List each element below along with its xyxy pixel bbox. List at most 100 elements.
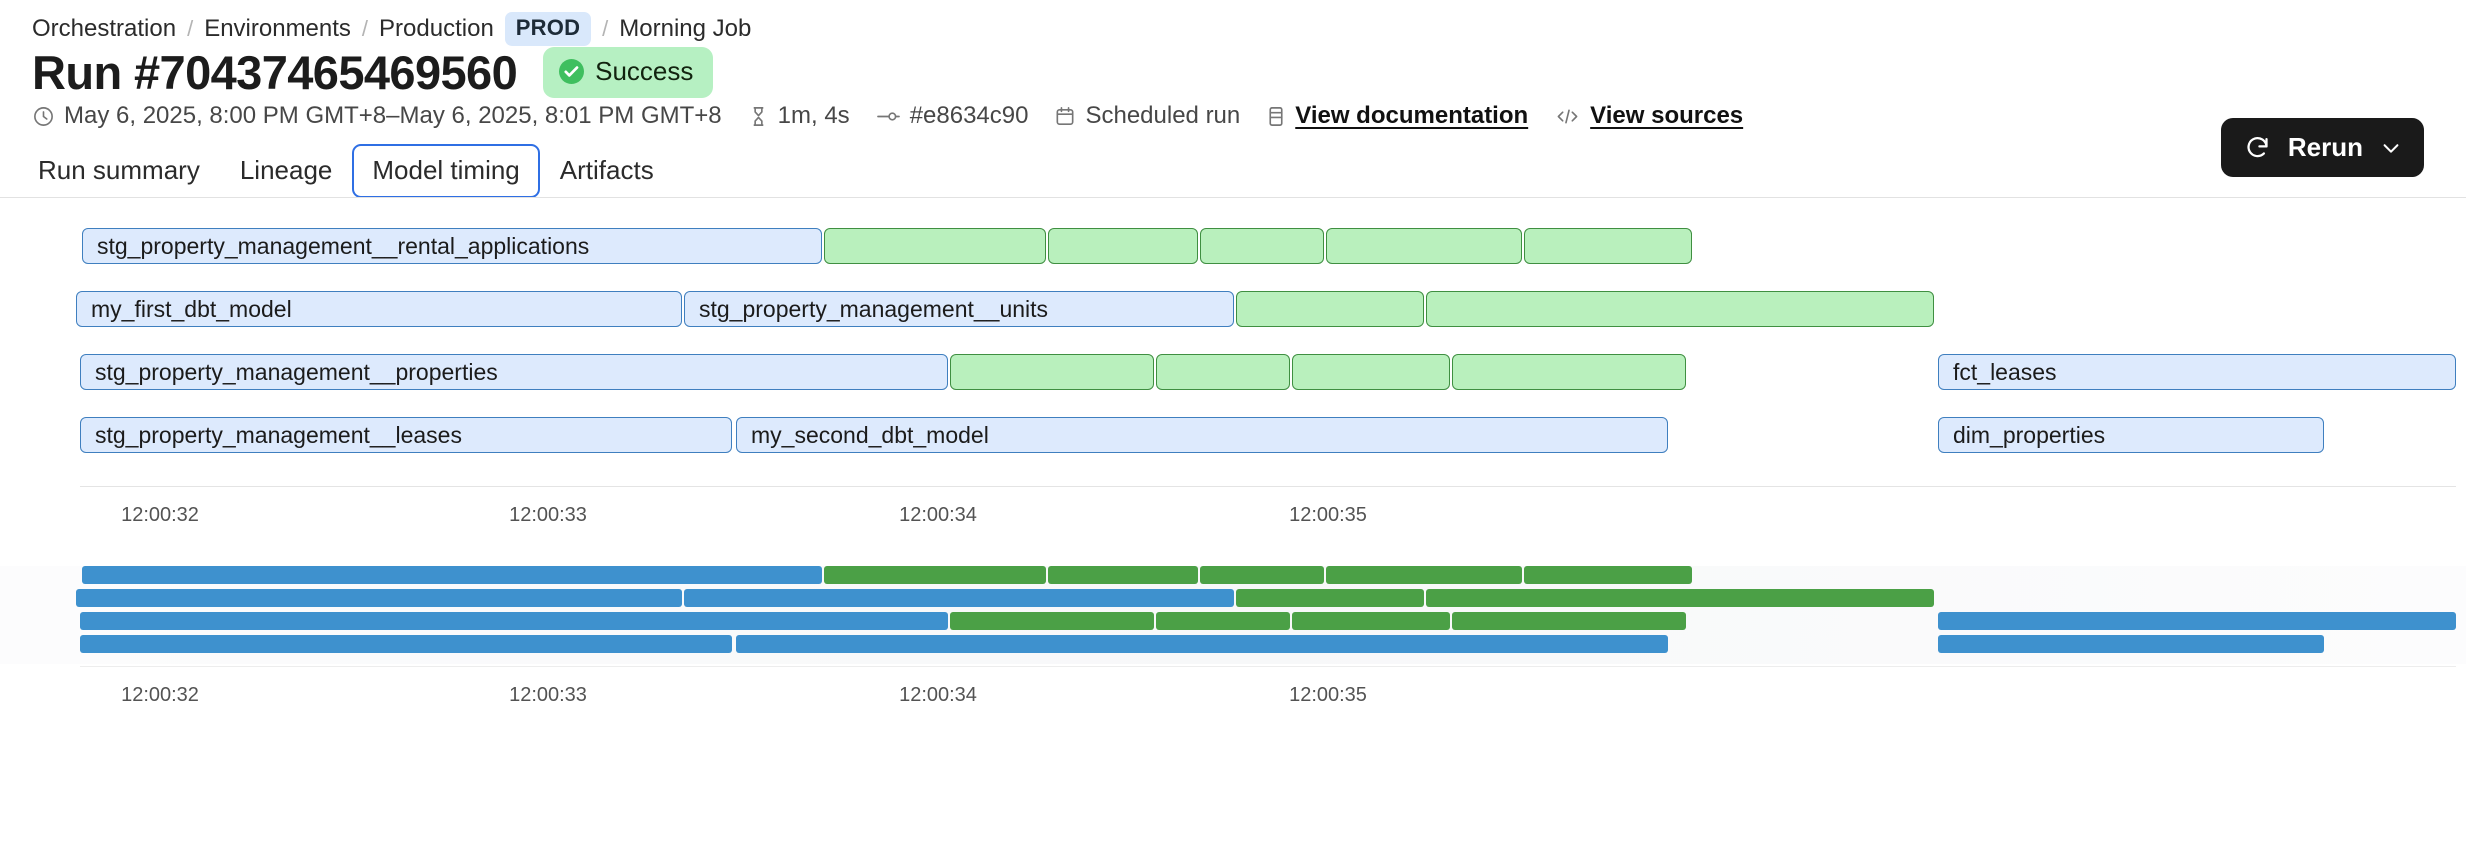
view-documentation-link[interactable]: View documentation	[1295, 102, 1529, 129]
gantt-bar-test[interactable]	[1326, 228, 1522, 264]
breadcrumb-item-production[interactable]: Production	[379, 14, 494, 42]
axis-tick-label: 12:00:32	[121, 684, 199, 706]
gantt-bar-my_first_dbt_model[interactable]: my_first_dbt_model	[76, 291, 682, 327]
gantt-bar-test[interactable]	[1200, 228, 1324, 264]
gantt-bar-test[interactable]	[1452, 354, 1686, 390]
minimap-bar[interactable]	[736, 635, 1668, 653]
chevron-down-icon[interactable]	[2380, 137, 2402, 159]
gantt-row: stg_property_management__rental_applicat…	[0, 228, 2466, 264]
calendar-icon	[1054, 105, 1076, 128]
minimap-bar[interactable]	[80, 612, 948, 630]
breadcrumb-item-orchestration[interactable]: Orchestration	[32, 14, 177, 42]
axis-tick-label: 12:00:33	[509, 684, 587, 706]
breadcrumb-item-morning-job[interactable]: Morning Job	[619, 14, 752, 42]
minimap-bar[interactable]	[1524, 566, 1692, 584]
gantt-bar-fct_leases[interactable]: fct_leases	[1938, 354, 2456, 390]
title-row: Run #70437465469560 Success	[0, 30, 2466, 98]
gantt-bar-test[interactable]	[1236, 291, 1424, 327]
axis-tick-label: 12:00:34	[899, 504, 977, 526]
axis-tick-label: 12:00:33	[509, 504, 587, 526]
clock-icon	[32, 105, 55, 128]
minimap-bar[interactable]	[824, 566, 1046, 584]
minimap-bar[interactable]	[1200, 566, 1324, 584]
minimap-bar[interactable]	[1048, 566, 1198, 584]
minimap-row	[0, 589, 2466, 607]
gantt-bar-label: my_first_dbt_model	[91, 295, 292, 322]
gantt-row: stg_property_management__properties fct_l…	[0, 354, 2466, 390]
minimap-bar[interactable]	[1452, 612, 1686, 630]
meta-commit: #e8634c90	[876, 102, 1029, 130]
axis-tick-label: 12:00:35	[1289, 684, 1367, 706]
gantt-bar-label: fct_leases	[1953, 358, 2057, 385]
axis-tick-label: 12:00:34	[899, 684, 977, 706]
gantt-bar-label: stg_property_management__leases	[95, 421, 462, 448]
gantt-bar-test[interactable]	[1426, 291, 1934, 327]
axis-line	[80, 486, 2456, 487]
minimap-row	[0, 612, 2466, 630]
meta-timerange-text: May 6, 2025, 8:00 PM GMT+8–May 6, 2025, …	[64, 102, 722, 129]
tab-bar: Run summary Lineage Model timing Artifac…	[0, 144, 2466, 198]
view-sources-link[interactable]: View sources	[1590, 102, 1744, 129]
meta-documentation[interactable]: View documentation	[1266, 102, 1528, 130]
breadcrumb-separator: /	[361, 15, 369, 41]
minimap-axis-line	[80, 666, 2456, 667]
git-commit-icon	[876, 105, 901, 128]
minimap-bar[interactable]	[1292, 612, 1450, 630]
breadcrumb-item-environments[interactable]: Environments	[204, 14, 351, 42]
minimap-bar[interactable]	[80, 635, 732, 653]
minimap-bar[interactable]	[1156, 612, 1290, 630]
tab-model-timing[interactable]: Model timing	[352, 144, 540, 198]
model-timing-gantt: stg_property_management__rental_applicat…	[0, 228, 2466, 548]
minimap-bar[interactable]	[1938, 635, 2324, 653]
minimap-row	[0, 566, 2466, 584]
book-icon	[1266, 105, 1286, 128]
page-title: Run #70437465469560	[32, 45, 518, 99]
minimap-bar[interactable]	[684, 589, 1234, 607]
gantt-bar-stg_property_management__units[interactable]: stg_property_management__units	[684, 291, 1234, 327]
minimap-bar[interactable]	[1326, 566, 1522, 584]
meta-trigger: Scheduled run	[1054, 102, 1240, 130]
tab-bar-divider	[0, 197, 2466, 198]
minimap-bar[interactable]	[950, 612, 1154, 630]
gantt-bar-dim_properties[interactable]: dim_properties	[1938, 417, 2324, 453]
check-circle-icon	[559, 58, 585, 84]
refresh-icon	[2244, 134, 2271, 161]
tab-lineage[interactable]: Lineage	[239, 155, 333, 185]
rerun-label: Rerun	[2287, 132, 2363, 162]
tab-artifacts[interactable]: Artifacts	[559, 155, 654, 185]
rerun-button[interactable]: Rerun	[2220, 118, 2424, 177]
minimap-bar[interactable]	[1426, 589, 1934, 607]
minimap-rows	[0, 566, 2466, 664]
meta-commit-text: #e8634c90	[909, 102, 1029, 129]
gantt-bar-test[interactable]	[1524, 228, 1692, 264]
gantt-bar-stg_property_management__leases[interactable]: stg_property_management__leases	[80, 417, 732, 453]
minimap-row	[0, 635, 2466, 653]
gantt-bar-my_second_dbt_model[interactable]: my_second_dbt_model	[736, 417, 1668, 453]
minimap-bar[interactable]	[1236, 589, 1424, 607]
gantt-bar-test[interactable]	[950, 354, 1154, 390]
minimap-bar[interactable]	[1938, 612, 2456, 630]
gantt-row: stg_property_management__leases my_second…	[0, 417, 2466, 453]
axis-tick-label: 12:00:35	[1289, 504, 1367, 526]
meta-sources[interactable]: View sources	[1554, 102, 1743, 130]
minimap-bar[interactable]	[82, 566, 822, 584]
gantt-bar-label: my_second_dbt_model	[751, 421, 989, 448]
breadcrumb-separator: /	[602, 15, 609, 41]
breadcrumb: Orchestration / Environments / Productio…	[0, 0, 2466, 46]
breadcrumb-tag-prod[interactable]: PROD	[504, 11, 592, 46]
meta-trigger-text: Scheduled run	[1085, 102, 1241, 129]
gantt-bar-stg_property_management__rental_applications[interactable]: stg_property_management__rental_applicat…	[82, 228, 822, 264]
code-icon	[1554, 105, 1581, 128]
gantt-bar-test[interactable]	[824, 228, 1046, 264]
minimap-bar[interactable]	[76, 589, 682, 607]
gantt-bar-label: stg_property_management__properties	[95, 358, 498, 385]
tab-run-summary[interactable]: Run summary	[38, 155, 200, 185]
status-badge: Success	[543, 46, 714, 98]
gantt-bar-stg_property_management__properties[interactable]: stg_property_management__properties	[80, 354, 948, 390]
gantt-bar-label: stg_property_management__units	[699, 295, 1049, 322]
timeline-minimap[interactable]: 12:00:32 12:00:33 12:00:34 12:00:35	[0, 566, 2466, 726]
gantt-bar-test[interactable]	[1156, 354, 1290, 390]
axis-tick-label: 12:00:32	[121, 504, 199, 526]
gantt-bar-test[interactable]	[1048, 228, 1198, 264]
gantt-bar-test[interactable]	[1292, 354, 1450, 390]
